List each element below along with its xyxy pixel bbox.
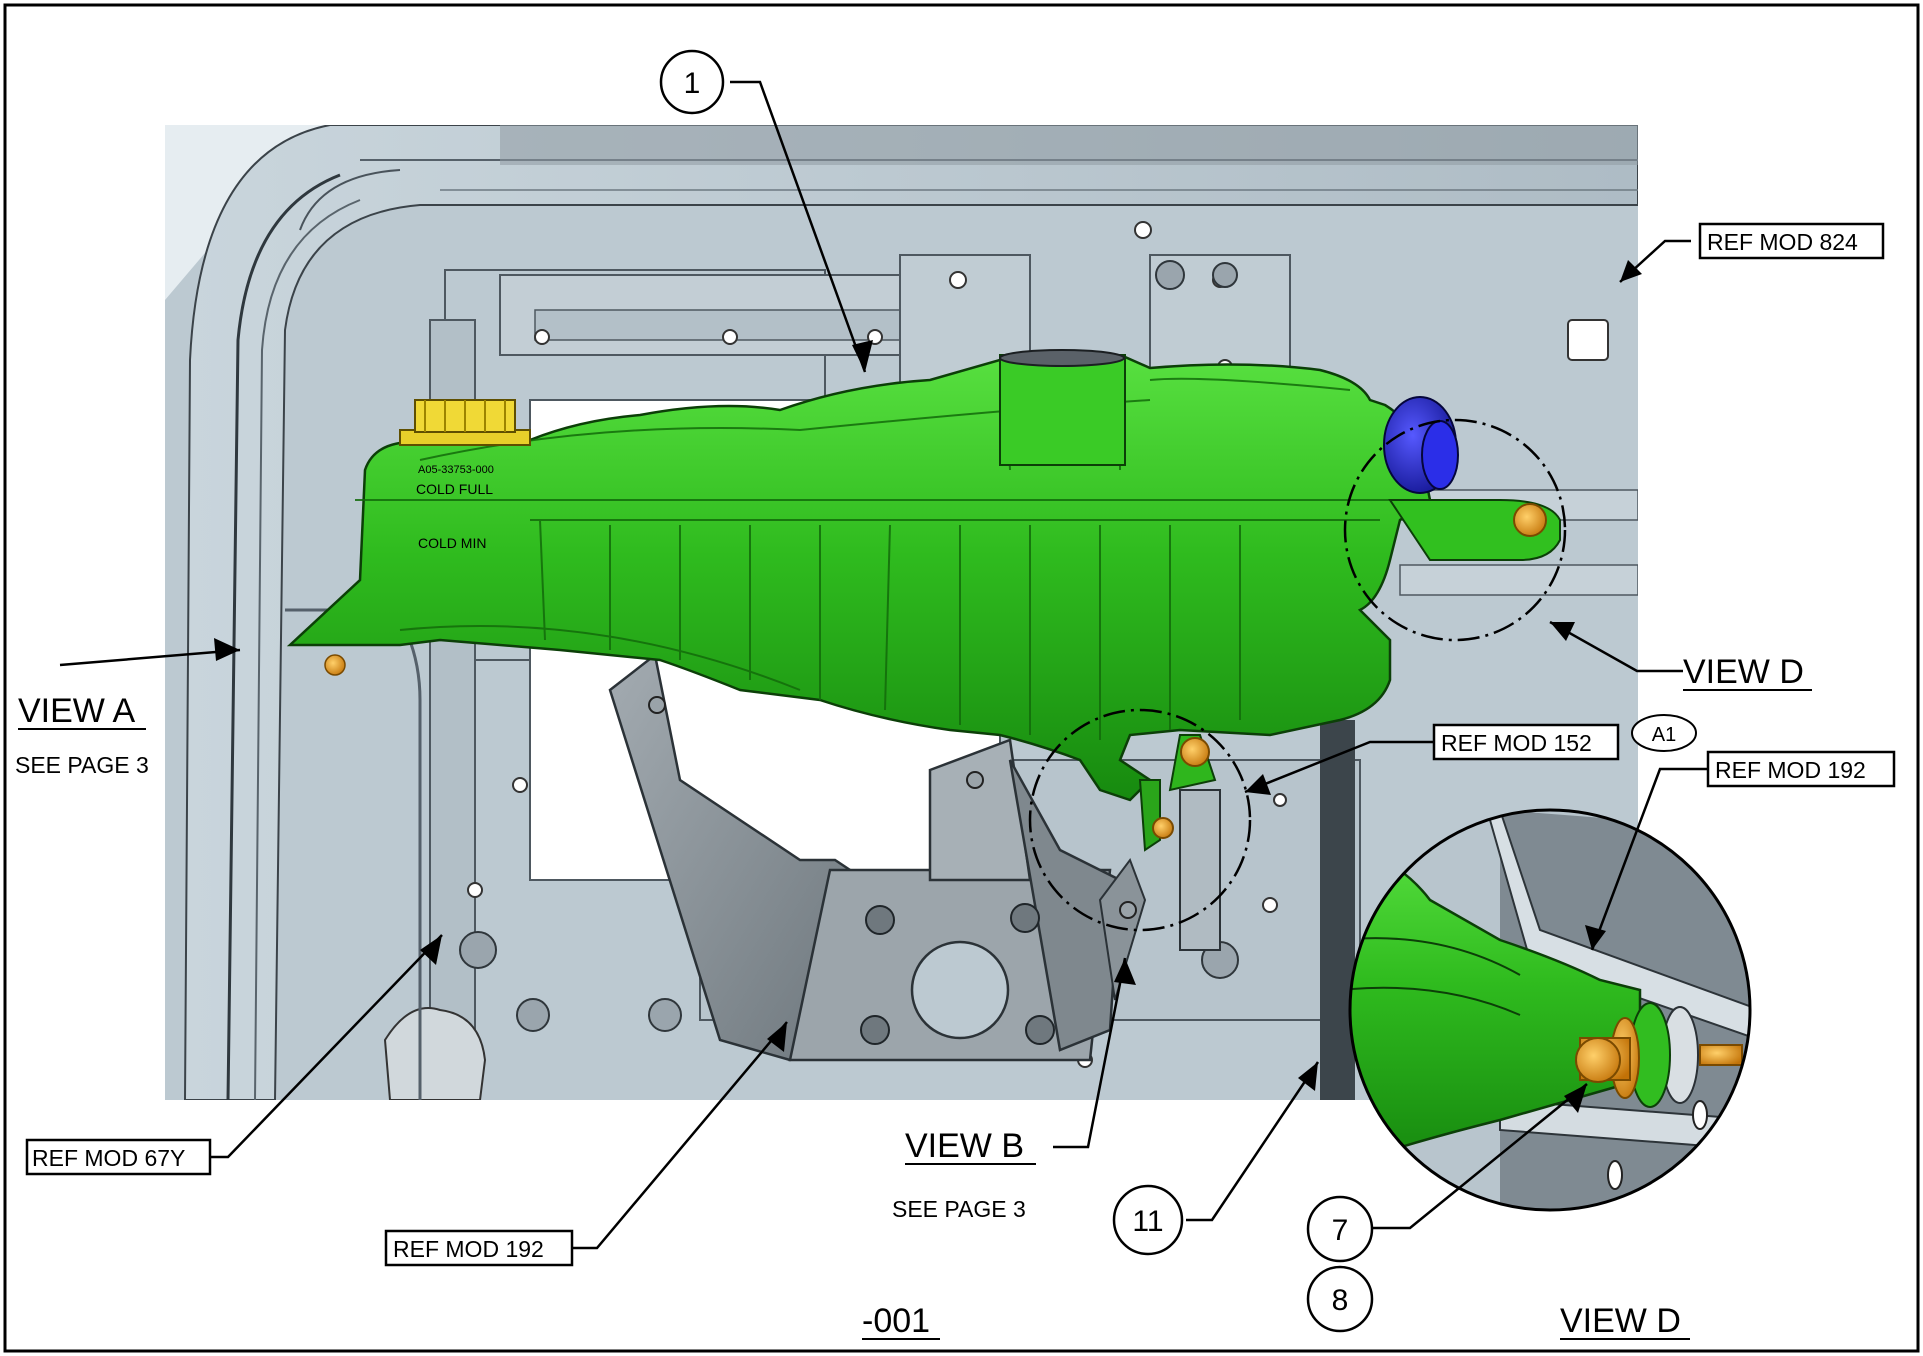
tank-part-number: A05-33753-000: [418, 464, 494, 476]
ref-mod-152-label: REF MOD 152: [1432, 723, 1620, 761]
view-a-note: SEE PAGE 3: [15, 752, 149, 778]
svg-text:REF MOD 192: REF MOD 192: [1715, 757, 1866, 783]
sheet-border: [3, 3, 1920, 1353]
balloon-item-1: 1: [659, 49, 725, 115]
svg-text:1: 1: [684, 67, 701, 100]
view-d-detail: [1348, 808, 1752, 1212]
yellow-cap-icon: [399, 399, 531, 446]
svg-text:REF MOD 824: REF MOD 824: [1707, 229, 1858, 255]
view-d-callout-label: VIEW D: [1683, 653, 1804, 691]
ref-mod-824-label: REF MOD 824: [1698, 222, 1885, 260]
svg-text:11: 11: [1132, 1205, 1163, 1238]
view-b-label: VIEW B: [905, 1127, 1024, 1165]
svg-text:REF MOD 67Y: REF MOD 67Y: [32, 1145, 185, 1171]
orange-nut-icon: [324, 654, 346, 676]
view-a-label: VIEW A: [18, 692, 135, 730]
svg-text:7: 7: [1332, 1214, 1349, 1247]
view-b-note: SEE PAGE 3: [892, 1196, 1026, 1222]
balloon-item-8: 8: [1306, 1265, 1374, 1333]
leader-arrowheads: [214, 260, 1642, 1113]
tank-cold-min-mark: COLD MIN: [418, 535, 486, 551]
view-b-indicator-circle: [1028, 708, 1252, 932]
balloon-item-7: 7: [1306, 1195, 1374, 1263]
svg-text:REF MOD 192: REF MOD 192: [393, 1236, 544, 1262]
ref-mod-192-bottom-label: REF MOD 192: [384, 1229, 574, 1267]
dash-number-label: -001: [862, 1302, 930, 1340]
tank-cold-full-mark: COLD FULL: [416, 481, 493, 497]
svg-text:A1: A1: [1652, 724, 1676, 746]
leader-lines: [59, 80, 1708, 1250]
ref-mod-67y-label: REF MOD 67Y: [25, 1138, 212, 1176]
svg-text:REF MOD 152: REF MOD 152: [1441, 730, 1592, 756]
balloon-item-11: 11: [1112, 1184, 1184, 1256]
revision-balloon: A1: [1631, 714, 1697, 752]
blue-cap-icon: [1383, 396, 1459, 494]
view-d-detail-label: VIEW D: [1560, 1302, 1681, 1340]
svg-text:8: 8: [1332, 1284, 1349, 1317]
ref-mod-192-right-label: REF MOD 192: [1706, 750, 1896, 788]
coolant-tank: [286, 353, 1432, 802]
detail-hex-nut-icon: [1575, 1037, 1621, 1083]
view-d-indicator-circle: [1343, 418, 1567, 642]
